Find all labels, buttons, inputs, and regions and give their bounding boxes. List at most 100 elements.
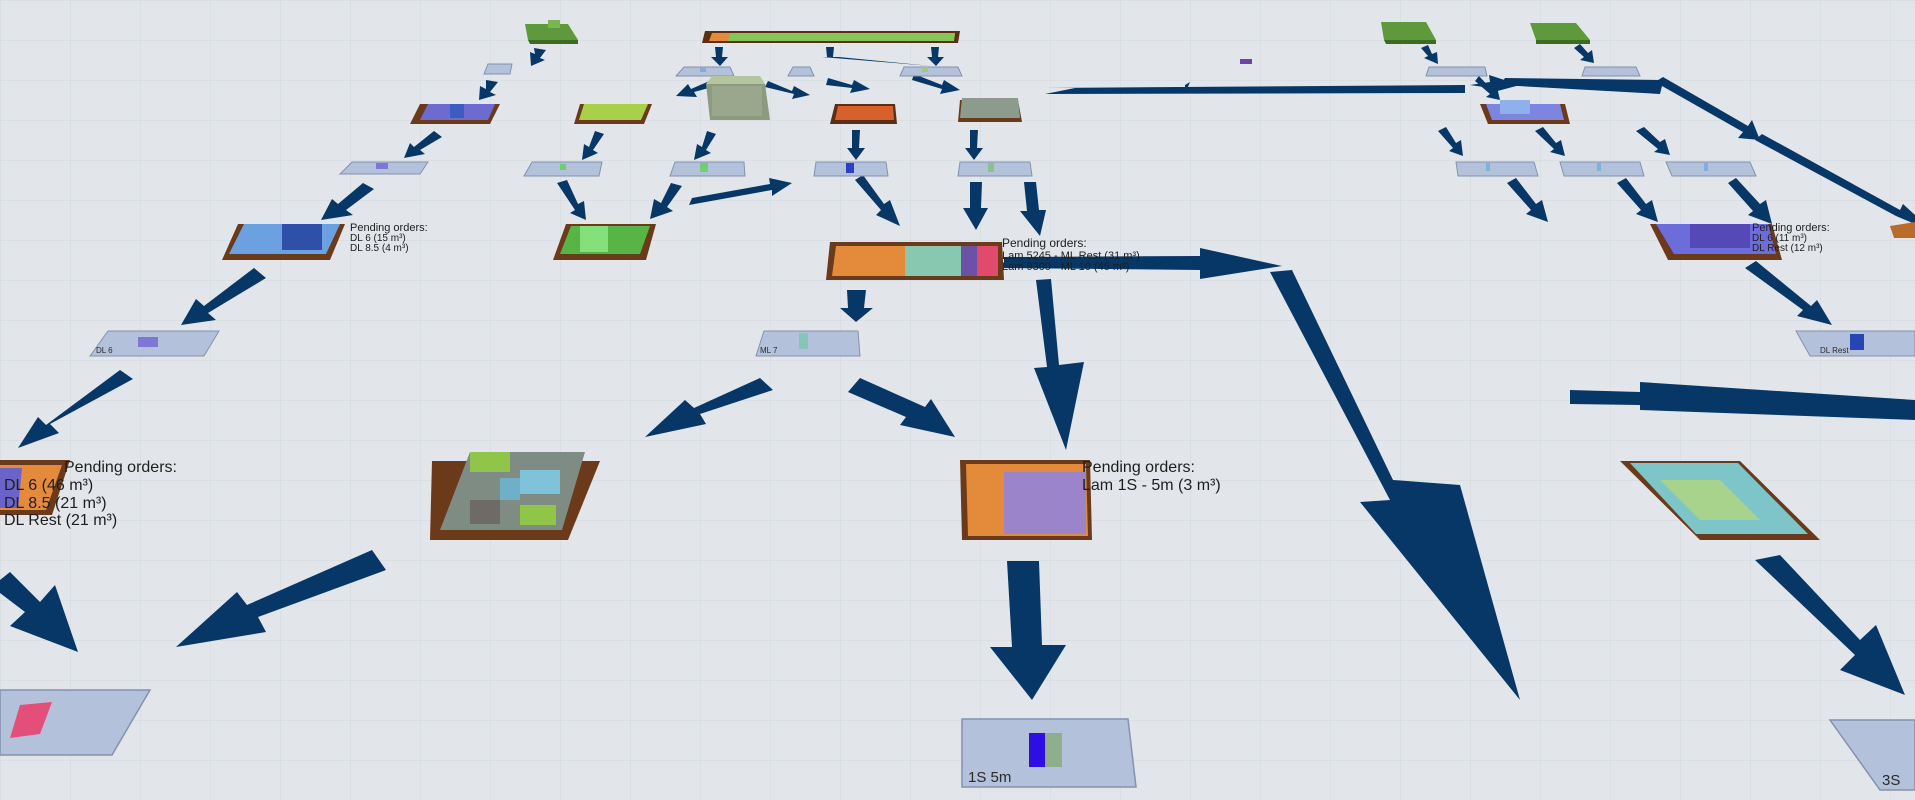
panel-bar — [560, 164, 566, 170]
storage-multicolor[interactable] — [430, 452, 600, 540]
flow-arrow — [1470, 75, 1520, 93]
flow-arrow — [404, 131, 442, 158]
flow-arrow — [1745, 261, 1832, 325]
storage-green-small[interactable] — [574, 104, 652, 124]
storage-center-main[interactable] — [826, 242, 1004, 280]
flow-arrow — [711, 47, 728, 66]
flow-arrow — [1004, 248, 1282, 279]
pending-header: Pending orders: — [1752, 222, 1830, 234]
pending-header: Pending orders: — [1002, 236, 1087, 250]
storage-orange-small[interactable] — [830, 104, 897, 124]
flow-arrow — [765, 81, 810, 99]
flow-arrow — [1507, 178, 1548, 222]
panel-bar — [138, 337, 158, 347]
top-conveyor[interactable] — [702, 31, 960, 43]
green-source-right1[interactable] — [1381, 22, 1436, 44]
flow-arrow — [1755, 134, 1915, 224]
storage-purple-right[interactable] — [1650, 224, 1782, 260]
flow-arrow — [321, 183, 374, 220]
flow-arrow — [1574, 44, 1594, 63]
storage-orange-edge[interactable] — [1890, 222, 1915, 238]
pending-header: Pending orders: — [1082, 459, 1195, 476]
pending-orders-center: Pending orders: Lam 1S - 5m (3 m³) — [1082, 459, 1221, 494]
panel — [899, 66, 963, 77]
panel — [483, 63, 513, 75]
pending-line: DL 8.5 (4 m³) — [350, 243, 409, 254]
flow-arrow — [912, 74, 960, 94]
flow-arrow — [18, 370, 133, 448]
green-source-right2[interactable] — [1530, 23, 1590, 44]
storage-left-edge[interactable] — [0, 460, 70, 515]
flow-arrow — [965, 130, 983, 160]
flow-arrow — [927, 47, 944, 66]
storage-blue-left[interactable] — [222, 224, 345, 260]
pending-line: DL 6 (46 m³) — [4, 477, 93, 494]
panel — [957, 161, 1033, 177]
panel-bar — [799, 333, 808, 349]
panel — [1455, 161, 1539, 177]
green-source-left[interactable] — [525, 20, 578, 44]
panel — [1665, 161, 1757, 177]
flow-arrow — [176, 550, 386, 647]
pending-order-labels: Pending orders: Lam 5245 - ML Rest (31 m… — [4, 222, 1830, 529]
machines[interactable] — [0, 20, 1915, 540]
panel-bar — [10, 702, 52, 738]
output-bar-blue — [1029, 733, 1045, 767]
flow-arrow — [1475, 76, 1500, 100]
dl-rest-panel-caption: DL Rest — [1820, 346, 1849, 355]
pending-line: DL Rest (21 m³) — [4, 512, 117, 529]
flow-arrow — [826, 78, 870, 93]
flow-arrow — [1034, 279, 1084, 450]
pending-line: Lam 1S - 5m (3 m³) — [1082, 477, 1221, 494]
flow-arrow — [1636, 127, 1670, 155]
panel — [787, 66, 815, 77]
panel-bar — [1486, 163, 1490, 171]
storage-center-lower[interactable] — [960, 460, 1092, 540]
pending-line: DL 8.5 (21 m³) — [4, 495, 107, 512]
panel-bar — [376, 163, 388, 169]
panel-bar — [922, 67, 928, 72]
flow-arrow — [645, 378, 773, 437]
right-output-panel — [1828, 719, 1915, 791]
storage-gray-small[interactable] — [958, 98, 1022, 122]
flow-arrow — [1045, 85, 1465, 94]
flow-arrow — [530, 48, 546, 66]
panel — [1425, 66, 1488, 77]
flow-arrow — [582, 131, 604, 160]
storage-gray-tall[interactable] — [706, 76, 770, 120]
panel-bar — [700, 163, 708, 172]
pending-header: Pending orders: — [350, 222, 428, 234]
panel — [1581, 66, 1641, 77]
right-output-caption: 3S — [1882, 772, 1900, 789]
flow-arrows — [0, 44, 1915, 700]
purple-marker — [1240, 59, 1252, 64]
flow-arrow — [181, 268, 266, 325]
center-output-caption: 1S 5m — [968, 769, 1011, 786]
flow-arrow — [963, 182, 988, 230]
pending-orders-top-center: Pending orders: Lam 5245 - ML Rest (31 m… — [1002, 236, 1140, 273]
storage-green-left[interactable] — [553, 224, 656, 260]
panel — [1559, 161, 1645, 177]
flow-arrow — [840, 290, 873, 322]
storage-teal-right[interactable] — [1620, 461, 1820, 540]
flow-arrow — [855, 175, 900, 226]
flow-arrow — [1438, 127, 1463, 156]
storage-purple-top-left[interactable] — [410, 104, 500, 124]
flow-arrow — [1617, 178, 1658, 222]
flow-arrow — [1500, 78, 1662, 94]
pending-line: Lam 9300 - ML 10 (45 m³) — [1002, 261, 1129, 273]
pending-line: DL 6 (15 m³) — [350, 233, 406, 244]
ml-panel-caption: ML 7 — [760, 346, 778, 355]
pending-line: DL Rest (12 m³) — [1752, 243, 1823, 254]
dl-panel-caption: DL 6 — [96, 346, 113, 355]
pending-orders-right-top: Pending orders: DL 6 (11 m³) DL Rest (12… — [1752, 222, 1830, 254]
flow-arrow — [1570, 382, 1915, 420]
pending-header: Pending orders: — [64, 459, 177, 476]
flow-arrow — [0, 572, 78, 652]
flow-arrow — [557, 180, 586, 220]
flow-arrow — [689, 178, 792, 205]
storage-purple-right-top[interactable] — [1480, 100, 1570, 124]
pending-line: Lam 5245 - ML Rest (31 m³) — [1002, 250, 1140, 262]
flow-arrow — [1728, 178, 1772, 224]
